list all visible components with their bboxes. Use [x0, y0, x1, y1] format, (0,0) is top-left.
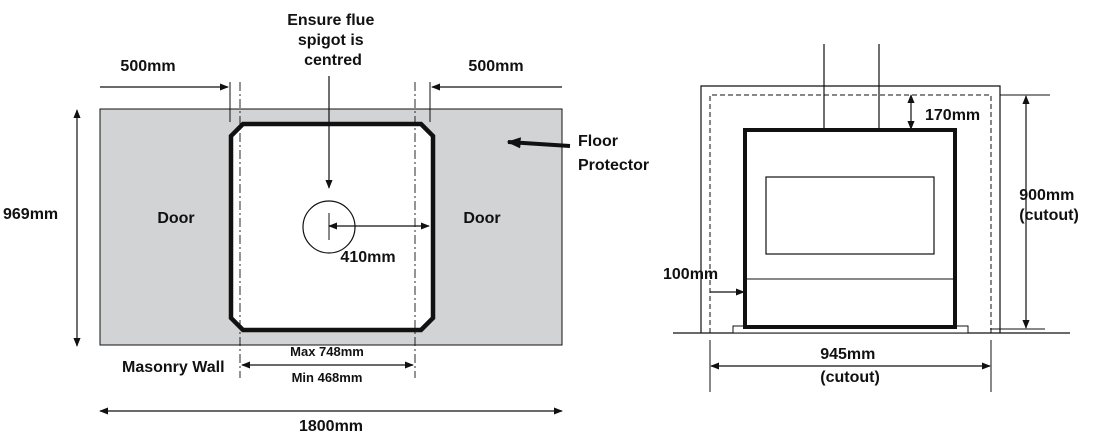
min-width-label: Min 468mm: [292, 370, 363, 385]
cutout-height-label: 900mm (cutout): [1019, 187, 1079, 224]
cutout-outline: [700, 85, 1001, 333]
floor-protector-label: Floor Protector: [578, 133, 649, 174]
cutout-width-label: 945mm (cutout): [820, 346, 880, 386]
max-width-label: Max 748mm: [290, 344, 364, 359]
left-door-label: Door: [157, 210, 194, 227]
right-door-label: Door: [463, 210, 500, 227]
floor-protector-arrow: [506, 137, 571, 149]
side-clearance-label: 100mm: [663, 266, 718, 283]
plan-view: 500mm 500mm Ensure flue spigot is centre…: [3, 12, 649, 434]
depth-label: 969mm: [3, 206, 58, 223]
flue-note: Ensure flue spigot is centred: [287, 12, 379, 69]
left-clearance-label: 500mm: [120, 58, 175, 75]
front-view: 170mm 100mm 900mm (cutout) 945mm (cutout…: [663, 44, 1079, 392]
appliance-window: [765, 176, 935, 255]
right-clearance-label: 500mm: [468, 58, 523, 75]
masonry-wall-label: Masonry Wall: [122, 359, 225, 376]
clearance-outline-dashed: [709, 94, 992, 333]
total-width-label: 1800mm: [299, 418, 363, 434]
top-clearance-label: 170mm: [925, 107, 980, 124]
flue-offset-label: 410mm: [340, 249, 395, 266]
